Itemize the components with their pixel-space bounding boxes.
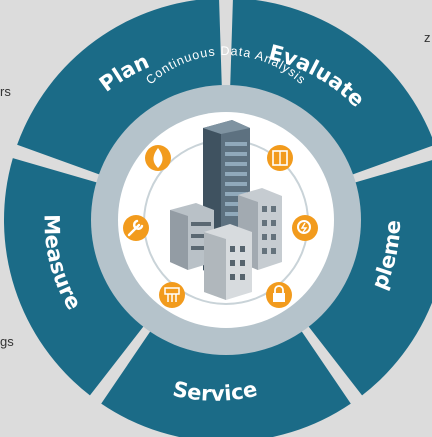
- building-panel-icon: [267, 145, 293, 171]
- segment-evaluate[interactable]: [230, 0, 432, 175]
- lock-icon: [266, 282, 292, 308]
- network-icon: [159, 282, 185, 308]
- left-bottom-text-fragment: gs: [0, 334, 14, 349]
- segment-service[interactable]: [101, 330, 351, 437]
- segment-group: [3, 0, 432, 437]
- segment-plan[interactable]: [17, 0, 222, 175]
- segment-implement[interactable]: [307, 158, 432, 396]
- flame-icon: [145, 145, 171, 171]
- wrench-icon: [123, 215, 149, 241]
- buildings-illustration: [170, 120, 282, 300]
- segment-measure[interactable]: [3, 158, 145, 396]
- left-top-text-fragment: rs: [0, 84, 11, 99]
- energy-icon: [292, 215, 318, 241]
- right-top-text-fragment: z: [424, 30, 431, 45]
